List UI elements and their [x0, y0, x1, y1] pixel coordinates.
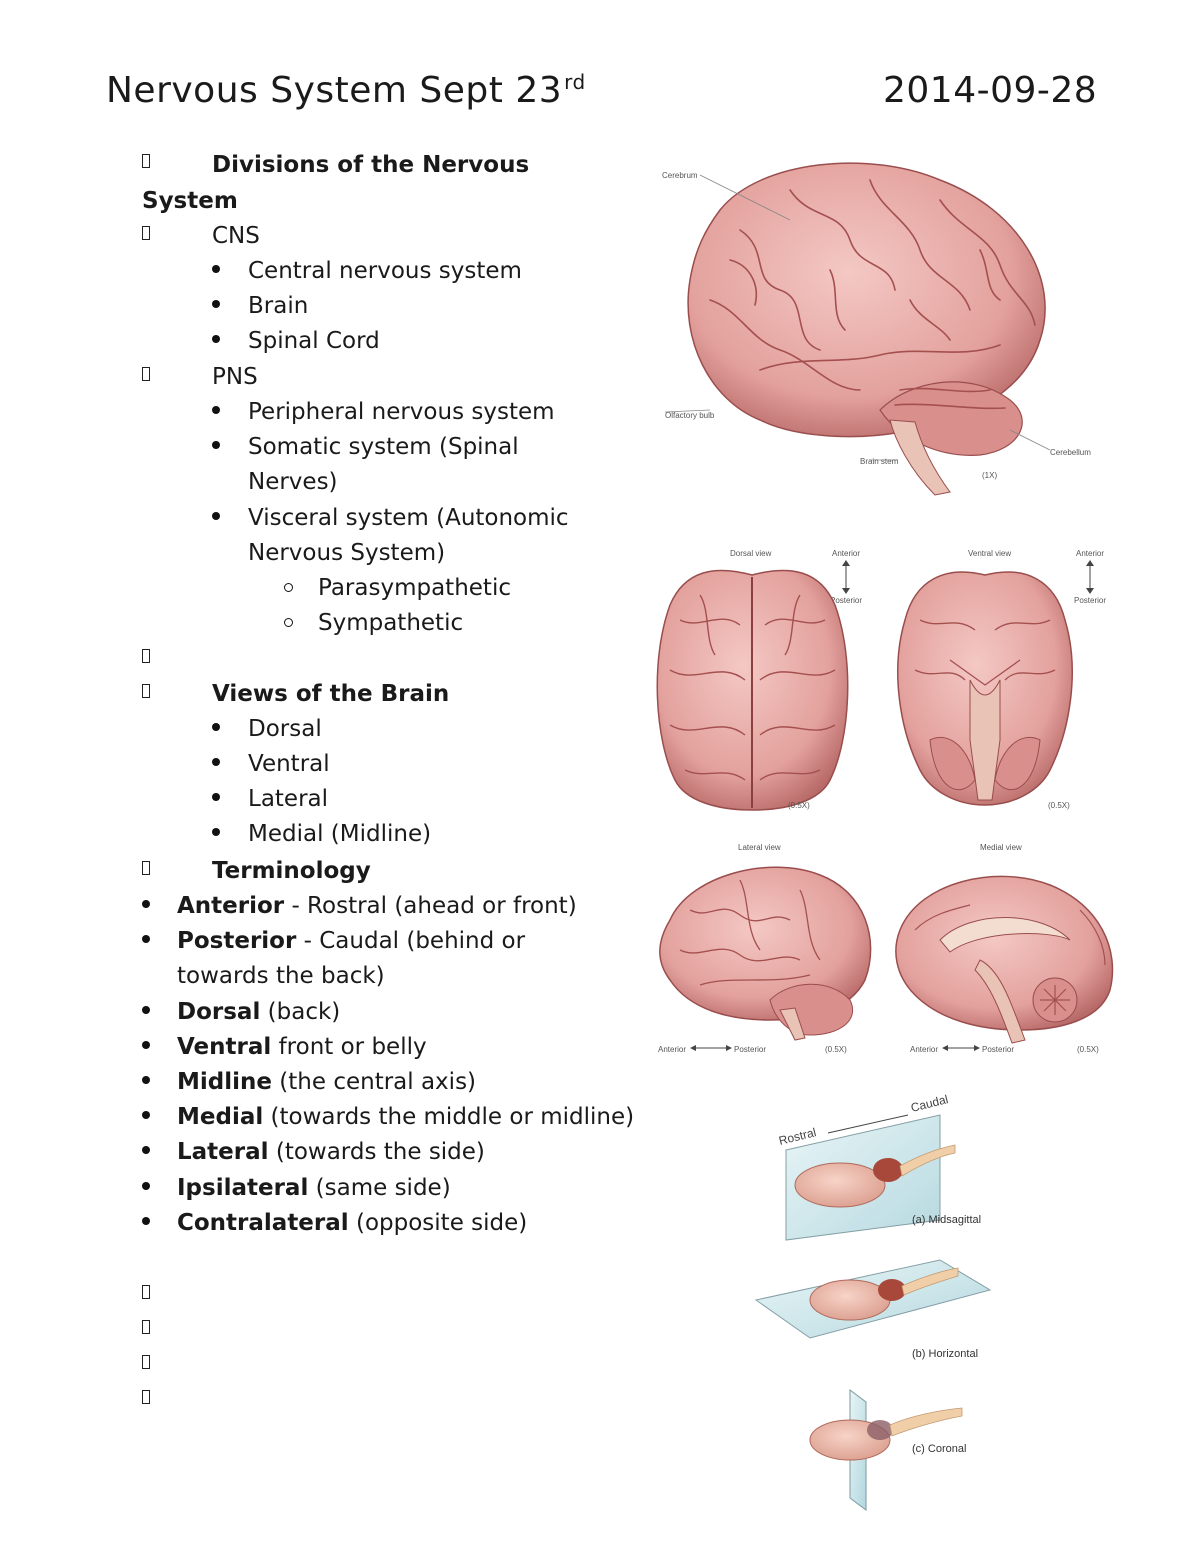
cns-label: CNS [212, 223, 260, 249]
term-item: Lateral (towards the side) [177, 1139, 485, 1165]
anterior-label: Anterior [832, 549, 860, 558]
ventral-view-brain: Ventral view Anterior Posterior (0.5X) [897, 549, 1106, 810]
brain-figures: Cerebrum Olfactory bulb Brain stem Cereb… [656, 162, 1114, 1511]
bullet-icon [212, 335, 220, 343]
caudal-label: Caudal [909, 1092, 949, 1115]
term-item: Dorsal (back) [177, 999, 341, 1025]
term-item: Ventral front or belly [177, 1034, 427, 1060]
list-item: Ventral [248, 751, 330, 777]
checkbox-icon [142, 861, 150, 875]
label-cerebrum: Cerebrum [662, 171, 698, 180]
label-scale: (1X) [982, 471, 997, 480]
views-heading: Views of the Brain [212, 681, 450, 707]
coronal-plane-figure: (c) Coronal [809, 1389, 966, 1511]
list-item: Medial (Midline) [248, 821, 432, 847]
bullet-icon [142, 1217, 150, 1225]
bullet-icon [212, 265, 220, 273]
bullet-icon [212, 793, 220, 801]
posterior-label: Posterior [982, 1045, 1014, 1054]
term-item: Medial (towards the middle or midline) [177, 1104, 635, 1130]
posterior-label: Posterior [1074, 596, 1106, 605]
page-date: 2014-09-28 [883, 70, 1098, 111]
horizontal-label: (b) Horizontal [912, 1348, 978, 1360]
bullet-icon [212, 300, 220, 308]
checkbox-icon [142, 1355, 150, 1369]
bullet-icon [142, 1111, 150, 1119]
lateral-scale: (0.5X) [825, 1045, 847, 1054]
pns-label: PNS [212, 364, 258, 390]
list-item: Somatic system (Spinal [248, 434, 519, 460]
anterior-label: Anterior [910, 1045, 938, 1054]
bullet-icon [142, 1006, 150, 1014]
divisions-heading-cont: System [142, 188, 238, 214]
checkbox-icon [142, 1320, 150, 1334]
list-item: Spinal Cord [248, 328, 380, 354]
list-item: Peripheral nervous system [248, 399, 555, 425]
ring-bullet-icon [284, 583, 293, 592]
list-item-cont: Nervous System) [248, 540, 446, 566]
bullet-icon [212, 406, 220, 414]
bullet-icon [142, 1146, 150, 1154]
sub-list-item: Sympathetic [318, 610, 464, 636]
bullet-icon [212, 723, 220, 731]
ventral-view-label: Ventral view [968, 549, 1011, 558]
term-item: Contralateral (opposite side) [177, 1210, 528, 1236]
list-item: Dorsal [248, 716, 322, 742]
midsagittal-label: (a) Midsagittal [912, 1214, 981, 1226]
horizontal-plane-figure: (b) Horizontal [754, 1259, 992, 1360]
checkbox-icon [142, 649, 150, 663]
divisions-heading: Divisions of the Nervous [212, 152, 530, 178]
checkbox-icon [142, 1285, 150, 1299]
label-olfactory-bulb: Olfactory bulb [665, 411, 715, 420]
ventral-scale: (0.5X) [1048, 801, 1070, 810]
ring-bullet-icon [284, 618, 293, 627]
checkbox-icon [142, 154, 150, 168]
medial-view-brain: Medial view Anterior Posterior (0.5X) [895, 843, 1114, 1054]
label-cerebellum: Cerebellum [1050, 448, 1091, 457]
checkbox-icon [142, 684, 150, 698]
list-item-cont: Nerves) [248, 469, 338, 495]
medial-scale: (0.5X) [1077, 1045, 1099, 1054]
bullet-icon [142, 900, 150, 908]
bullet-icon [212, 758, 220, 766]
posterior-label: Posterior [734, 1045, 766, 1054]
checkbox-icon [142, 1390, 150, 1404]
bullet-icon [142, 1182, 150, 1190]
dorsal-view-label: Dorsal view [730, 549, 772, 558]
lateral-view-brain: Lateral view Anterior Posterior (0.5X) [658, 843, 872, 1054]
posterior-label: Posterior [830, 596, 862, 605]
bullet-icon [212, 441, 220, 449]
term-item: Anterior - Rostral (ahead or front) [177, 893, 577, 919]
midsagittal-plane-figure: Rostral Caudal (a) Midsagittal [777, 1092, 981, 1241]
list-item: Central nervous system [248, 258, 522, 284]
anterior-label: Anterior [1076, 549, 1104, 558]
list-item: Lateral [248, 786, 329, 812]
checkbox-icon [142, 226, 150, 240]
anterior-label: Anterior [658, 1045, 686, 1054]
list-item: Visceral system (Autonomic [248, 505, 569, 531]
term-item-cont: towards the back) [177, 963, 385, 989]
lateral-view-label: Lateral view [738, 843, 781, 852]
bullet-icon [142, 1076, 150, 1084]
bullet-icon [142, 935, 150, 943]
medial-view-label: Medial view [980, 843, 1022, 852]
bullet-icon [212, 512, 220, 520]
term-item: Midline (the central axis) [177, 1069, 477, 1095]
terminology-heading: Terminology [212, 858, 371, 884]
dorsal-scale: (0.5X) [788, 801, 810, 810]
coronal-label: (c) Coronal [912, 1443, 966, 1455]
term-item: Posterior - Caudal (behind or [177, 928, 526, 954]
notes-column: Divisions of the Nervous System CNS Cent… [142, 152, 635, 1404]
bullet-icon [212, 828, 220, 836]
lateral-brain-large: Cerebrum Olfactory bulb Brain stem Cereb… [662, 162, 1091, 496]
checkbox-icon [142, 367, 150, 381]
label-brain-stem: Brain stem [860, 457, 899, 466]
bullet-icon [142, 1041, 150, 1049]
term-item: Ipsilateral (same side) [177, 1175, 451, 1201]
sub-list-item: Parasympathetic [318, 575, 511, 601]
list-item: Brain [248, 293, 309, 319]
dorsal-view-brain: Dorsal view Anterior Posterior (0.5X) [656, 549, 862, 811]
